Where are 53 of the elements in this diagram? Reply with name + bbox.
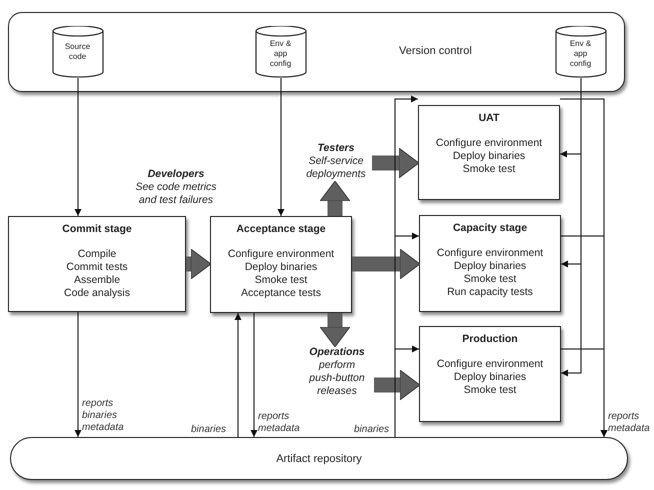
band-title: Artifact repository	[275, 453, 363, 465]
stage-box	[418, 105, 560, 200]
stage-title: Acceptance stage	[235, 223, 327, 236]
step-text: Configure environment	[226, 248, 336, 261]
stage-title: Production	[461, 333, 519, 346]
role-title: Operations	[308, 346, 366, 359]
step-text: Commit tests	[65, 261, 129, 274]
version-control-band	[8, 12, 625, 92]
arrow	[74, 78, 82, 216]
step-text: Assemble	[72, 274, 122, 287]
step-text: Deploy binaries	[452, 371, 528, 384]
step-text: Configure environment	[436, 358, 544, 371]
step-text: Compile	[76, 248, 118, 261]
repository-label: Source code	[64, 42, 92, 62]
stage-title: Capacity stage	[452, 222, 528, 235]
step-text: Configure environment	[436, 247, 544, 260]
step-text: Smoke test	[462, 273, 518, 286]
group-note: See code metrics and test failures	[134, 181, 218, 207]
stage-title: UAT	[478, 112, 500, 125]
arrow	[234, 312, 242, 438]
repository-band	[10, 437, 628, 480]
step-text: Smoke test	[462, 384, 518, 397]
stage-title: Commit stage	[61, 223, 133, 236]
stage-box	[419, 326, 561, 422]
arrow	[278, 78, 284, 216]
band-title: Version control	[399, 45, 472, 57]
arrow	[560, 348, 608, 438]
step-text: Code analysis	[63, 287, 131, 300]
block-arrow	[372, 148, 420, 178]
role-description: perform push-button releases	[308, 359, 366, 398]
stage-box	[419, 215, 561, 312]
step-text: Smoke test	[254, 274, 308, 287]
arrow	[250, 312, 258, 438]
block-arrow	[320, 313, 350, 348]
block-arrow	[186, 248, 212, 280]
arrow	[74, 312, 82, 438]
step-text: Acceptance tests	[240, 287, 322, 300]
repository-label: Env & app config	[268, 38, 292, 68]
group-title: Developers	[146, 168, 206, 181]
repository-label: Env & app config	[568, 38, 592, 68]
step-text: Deploy binaries	[244, 261, 318, 274]
step-text: Run capacity tests	[446, 286, 534, 299]
block-arrow	[374, 370, 420, 400]
block-arrow	[320, 180, 350, 216]
step-text: Configure environment	[434, 137, 544, 150]
step-text: Deploy binaries	[452, 150, 526, 163]
stage-box	[8, 216, 186, 312]
step-text: Smoke test	[462, 163, 516, 176]
role-description: Self-service deployments	[305, 155, 367, 181]
role-title: Testers	[316, 142, 356, 155]
block-arrow	[352, 248, 420, 280]
step-text: Deploy binaries	[452, 260, 528, 273]
stage-box	[210, 216, 352, 313]
